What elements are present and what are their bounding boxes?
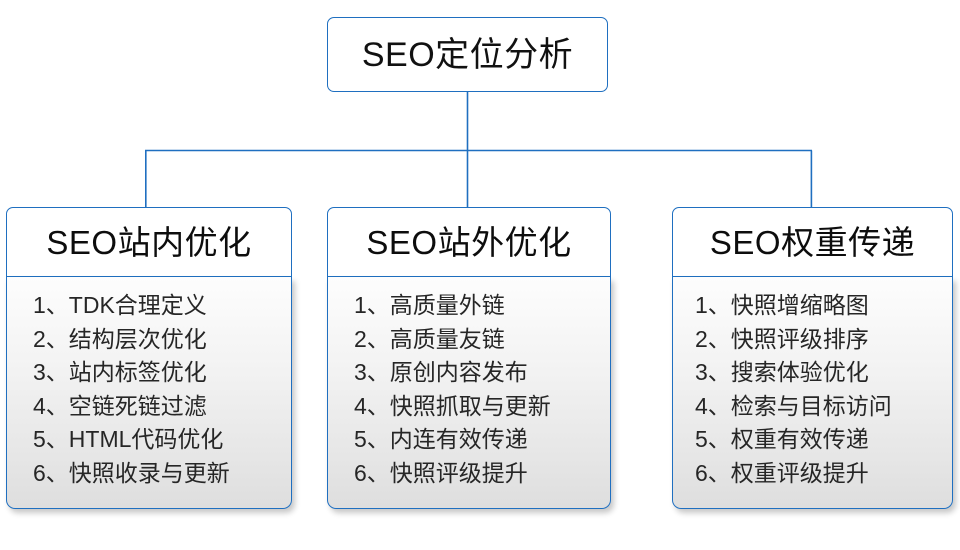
list-item: 1、快照增缩略图 — [695, 292, 869, 318]
branch-header-label-1: SEO站内优化 — [46, 223, 252, 261]
list-item: 4、快照抓取与更新 — [354, 392, 551, 419]
list-item: 3、站内标签优化 — [33, 359, 207, 385]
list-item: 6、快照评级提升 — [354, 459, 528, 486]
branch-body-3: 1、快照增缩略图 2、快照评级排序 3、搜索体验优化 4、检索与目标访问 5、权… — [672, 277, 953, 509]
list-item: 2、快照评级排序 — [695, 325, 869, 352]
list-item: 5、内连有效传递 — [354, 426, 528, 452]
branch-item-list-3: 1、快照增缩略图 2、快照评级排序 3、搜索体验优化 4、检索与目标访问 5、权… — [673, 289, 952, 490]
branch-body-2: 1、高质量外链 2、高质量友链 3、原创内容发布 4、快照抓取与更新 5、内连有… — [327, 277, 611, 509]
branch-header-label-3: SEO权重传递 — [709, 223, 916, 261]
branch-column-1: SEO站内优化 1、TDK合理定义 2、结构层次优化 3、站内标签优化 4、空链… — [6, 207, 292, 509]
branch-header-3: SEO权重传递 — [672, 207, 953, 277]
list-item: 6、快照收录与更新 — [33, 459, 230, 486]
branch-header-label-2: SEO站外优化 — [366, 223, 572, 261]
branch-item-list-1: 1、TDK合理定义 2、结构层次优化 3、站内标签优化 4、空链死链过滤 5、H… — [7, 289, 291, 490]
list-item: 2、结构层次优化 — [33, 325, 207, 352]
list-item: 4、空链死链过滤 — [33, 392, 207, 419]
list-item: 4、检索与目标访问 — [695, 392, 892, 419]
branch-header-1: SEO站内优化 — [6, 207, 292, 277]
list-item: 1、高质量外链 — [354, 292, 505, 318]
list-item: 5、HTML代码优化 — [33, 426, 224, 452]
branch-column-2: SEO站外优化 1、高质量外链 2、高质量友链 3、原创内容发布 4、快照抓取与… — [327, 207, 611, 509]
branch-column-3: SEO权重传递 1、快照增缩略图 2、快照评级排序 3、搜索体验优化 4、检索与… — [672, 207, 953, 509]
root-node: SEO定位分析 — [327, 17, 608, 92]
branch-body-1: 1、TDK合理定义 2、结构层次优化 3、站内标签优化 4、空链死链过滤 5、H… — [6, 277, 292, 509]
list-item: 2、高质量友链 — [354, 325, 505, 352]
list-item: 1、TDK合理定义 — [33, 292, 207, 318]
list-item: 3、原创内容发布 — [354, 359, 528, 385]
branch-item-list-2: 1、高质量外链 2、高质量友链 3、原创内容发布 4、快照抓取与更新 5、内连有… — [328, 289, 610, 490]
list-item: 3、搜索体验优化 — [695, 359, 869, 385]
list-item: 6、权重评级提升 — [695, 459, 869, 486]
list-item: 5、权重有效传递 — [695, 426, 869, 452]
branch-header-2: SEO站外优化 — [327, 207, 611, 277]
root-node-label: SEO定位分析 — [361, 35, 574, 74]
